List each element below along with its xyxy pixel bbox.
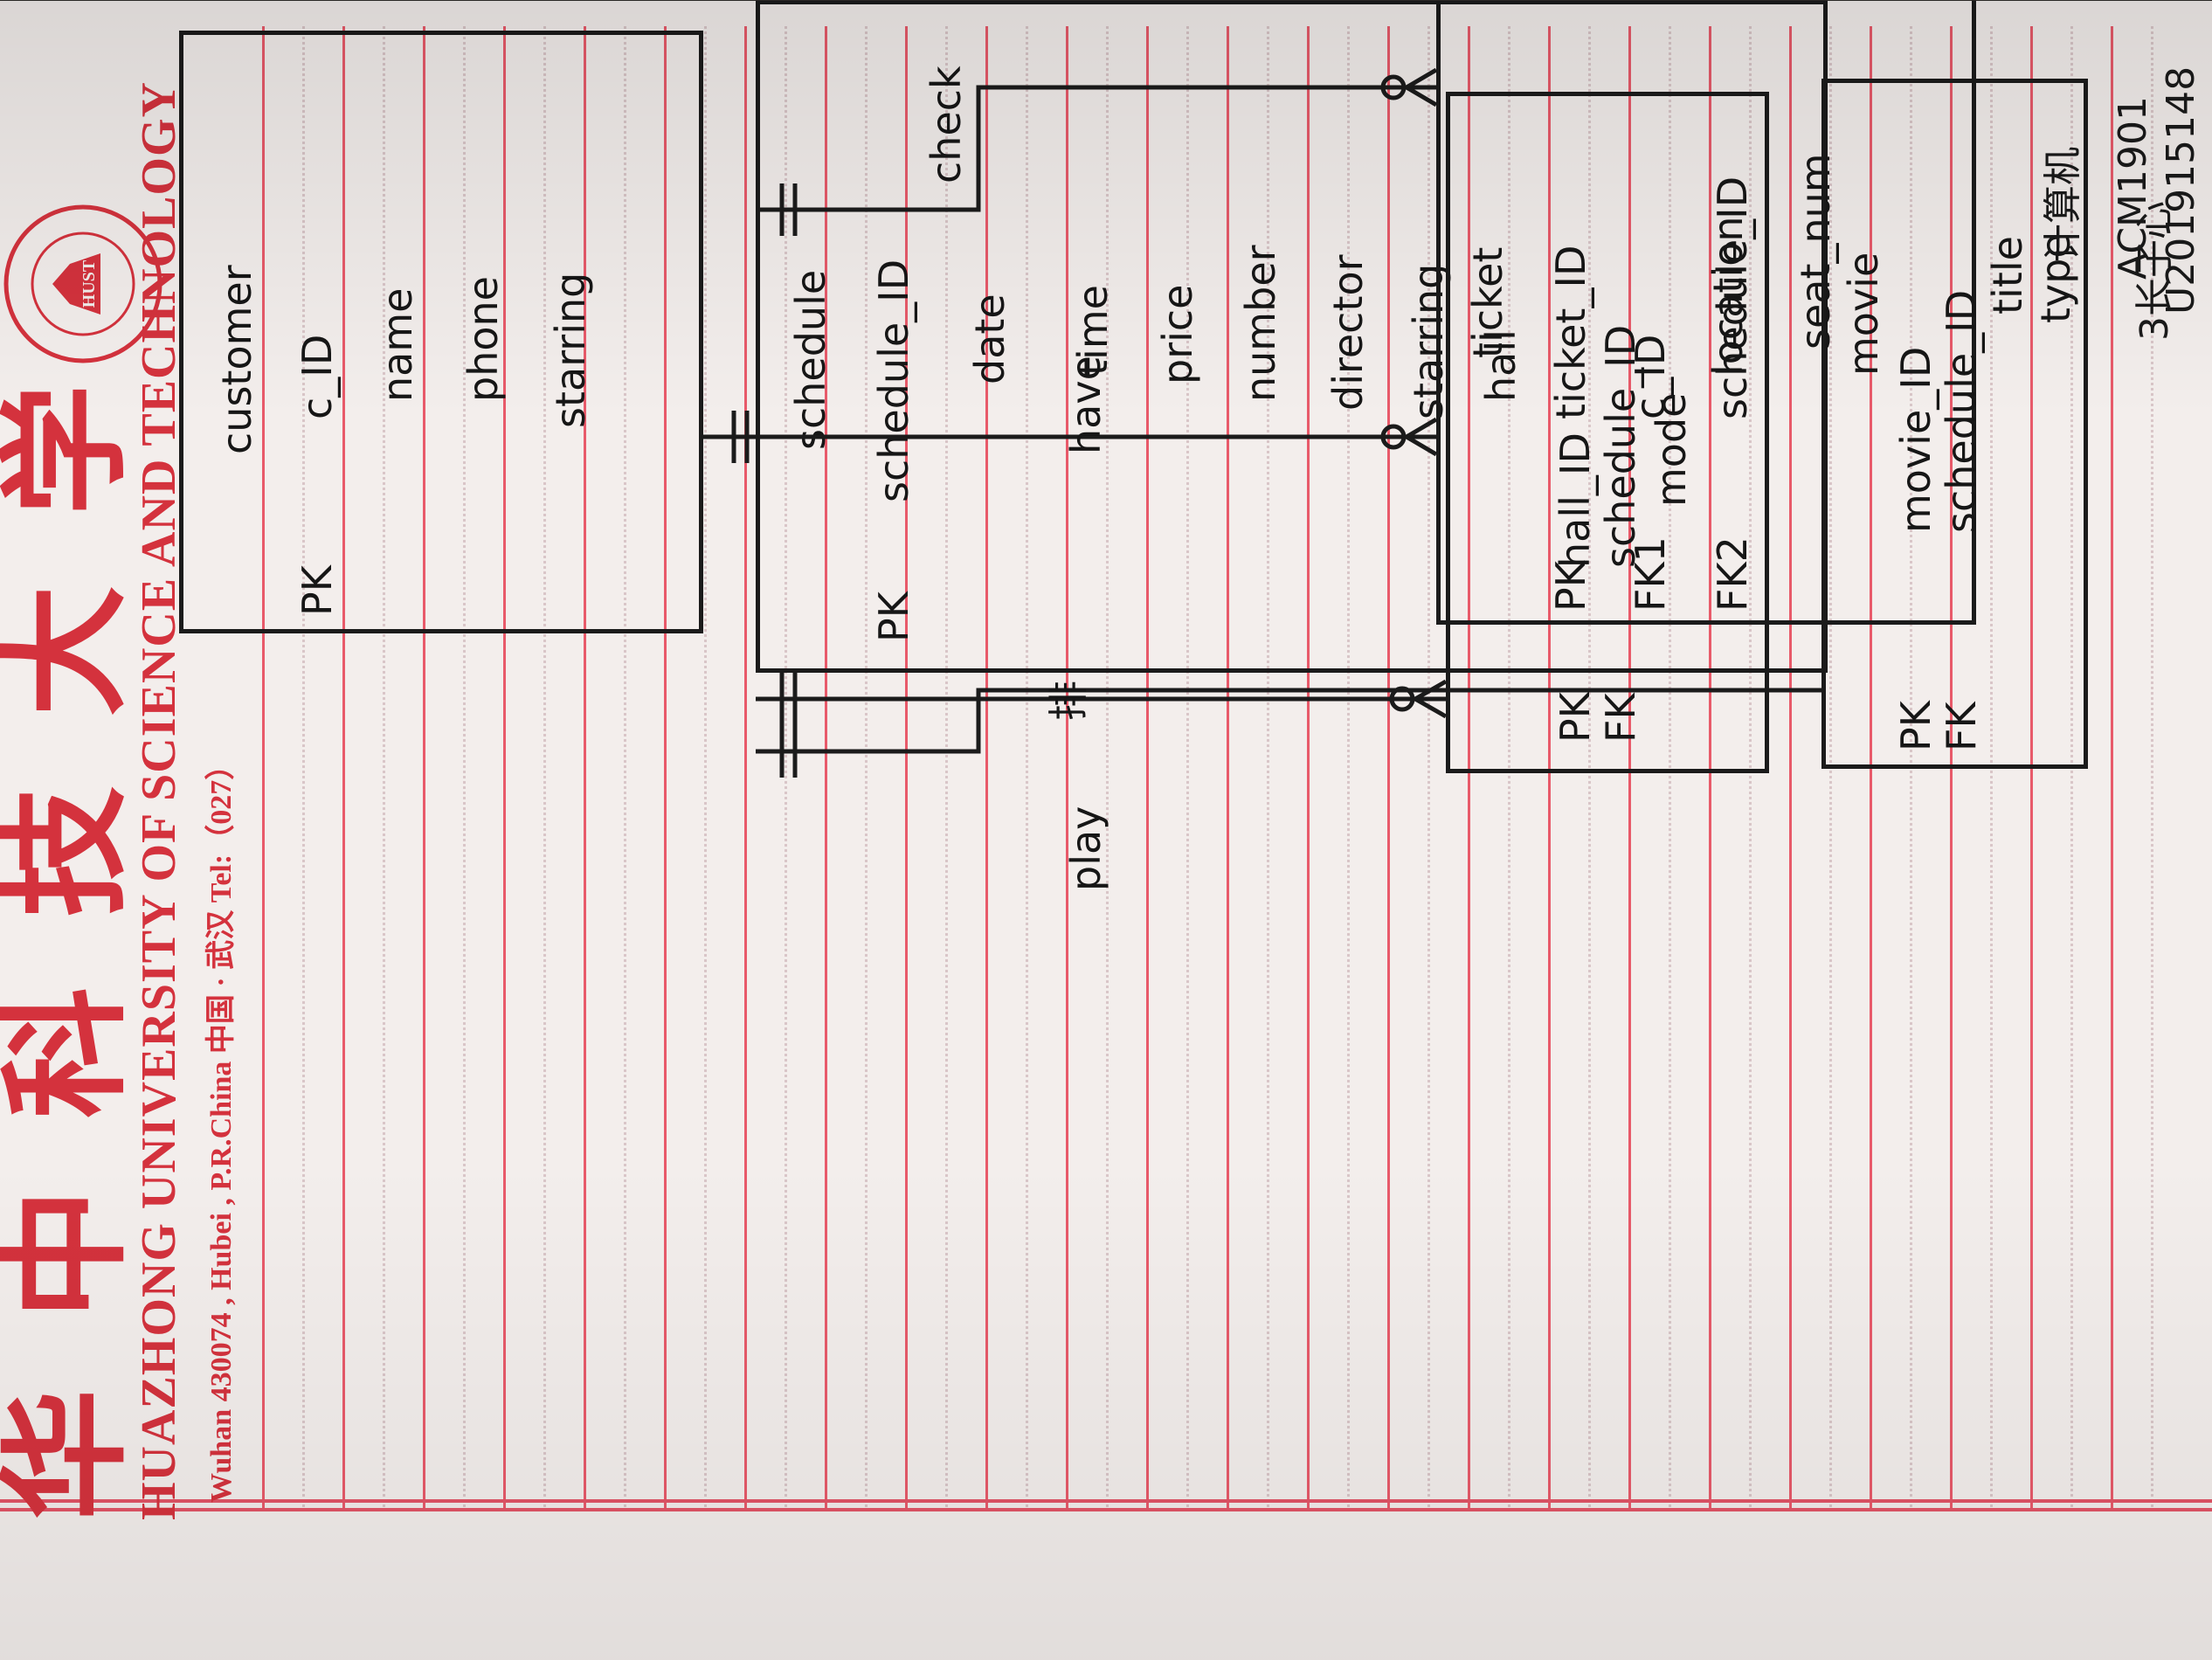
note-dept: 计算机	[2041, 147, 2085, 262]
rel-play-label: play	[1062, 806, 1109, 891]
seal-mark: HUST	[79, 259, 99, 308]
university-seal-icon: HUST	[3, 204, 162, 363]
hall-fk: schedule_ID	[1597, 324, 1644, 568]
hall-pk-tag: PK	[1552, 692, 1599, 743]
rel-hold-label: 排	[1045, 681, 1092, 721]
customer-attr-starring: starring	[547, 272, 594, 428]
dotted-rule	[704, 26, 707, 1511]
customer-pk-tag: PK	[294, 565, 341, 616]
rel-check-label: check	[923, 66, 970, 183]
movie-title: movie	[1840, 252, 1887, 376]
schedule-attr-number: number	[1237, 245, 1284, 402]
customer-pk: c_ID	[294, 334, 341, 419]
rel-have-label: have	[1062, 356, 1109, 454]
schedule-attr-director: director	[1324, 254, 1372, 411]
hall-pk: hall_ID	[1552, 432, 1599, 568]
hall-attr-location: location	[1704, 216, 1752, 376]
movie-pk: movie_ID	[1892, 346, 1939, 533]
hall-attr-mode: mode	[1648, 392, 1695, 507]
customer-attr-name: name	[374, 287, 421, 402]
hall-title: hall	[1477, 329, 1524, 402]
margin-line	[0, 1499, 2212, 1503]
rule-line	[744, 26, 747, 1511]
hall-fk-tag: FK	[1597, 693, 1644, 743]
note-name: 3长子心	[2133, 201, 2177, 341]
schedule-attr-date: date	[966, 294, 1013, 384]
movie-pk-tag: PK	[1892, 701, 1939, 751]
movie-fk: schedule_ID	[1938, 289, 1985, 533]
schedule-title: schedule	[787, 269, 834, 450]
customer-attr-phone: phone	[460, 276, 507, 402]
customer-title: customer	[213, 265, 260, 454]
letterhead-chinese: 华中科技大学	[0, 314, 142, 1520]
movie-attr-title: title	[1984, 236, 2031, 315]
margin-line	[0, 1508, 2212, 1511]
letterhead-address: Wuhan 430074 , Hubei , P.R.China 中国 · 武汉…	[205, 750, 238, 1503]
movie-fk-tag: FK	[1938, 702, 1985, 751]
schedule-attr-price: price	[1154, 284, 1201, 384]
